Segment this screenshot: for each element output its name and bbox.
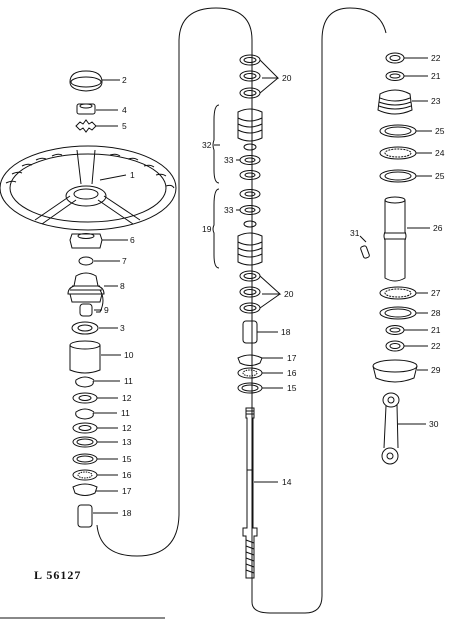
callout-21b: 21 [431,325,441,335]
part-seal-27 [379,286,417,300]
part-bellows-32 [237,108,263,142]
part-seal-24 [379,146,417,160]
callout-20b: 20 [284,289,294,299]
callout-32: 32 [202,140,212,150]
callout-18b: 18 [281,327,291,337]
part-cone-17b [237,354,263,366]
callout-24: 24 [435,148,445,158]
callout-18a: 18 [122,508,132,518]
part-circlip-11a [75,376,95,388]
part-drop-arm-30 [381,392,400,465]
callout-12a: 12 [122,393,132,403]
part-nut-6 [69,233,103,249]
part-washer-7 [78,256,94,266]
part-washer-22b [385,340,405,352]
part-star-washer [75,119,97,133]
part-washer-21b [385,325,405,335]
callout-22a: 22 [431,53,441,63]
part-cap-29 [372,359,418,383]
callout-5: 5 [122,121,127,131]
part-bush-23 [377,89,413,115]
callout-30: 30 [429,419,439,429]
part-housing-26 [383,196,407,282]
part-steering-column-shaft [242,407,258,579]
callout-33b: 33 [224,205,234,215]
part-cone-17a [72,483,98,496]
callout-15a: 15 [122,454,132,464]
callout-15b: 15 [287,383,297,393]
part-washer-21a [385,71,405,81]
callout-19: 19 [202,224,212,234]
part-washer-12b [72,422,98,434]
part-bearing-16a [72,469,98,481]
part-circlip-11b [75,408,95,420]
part-washer-12a [72,392,98,404]
callout-33a: 33 [224,155,234,165]
part-bush-9 [79,303,93,317]
callout-3: 3 [120,323,125,333]
callout-20a: 20 [282,73,292,83]
callout-29: 29 [431,365,441,375]
part-seal-25b [379,169,417,183]
callout-14: 14 [282,477,292,487]
part-washer-22a [385,52,405,64]
part-ring-3 [71,321,99,335]
callout-12b: 12 [122,423,132,433]
callout-7: 7 [122,256,127,266]
part-horn-cap [69,70,103,92]
part-seal-28 [379,306,417,320]
callout-25b: 25 [435,171,445,181]
callout-4: 4 [122,105,127,115]
drawing-reference-number: L 56127 [34,568,81,582]
callout-2: 2 [122,75,127,85]
part-washer-15b [237,382,263,394]
callout-16b: 16 [287,368,297,378]
callout-31: 31 [350,228,360,238]
part-nut-4 [76,103,96,115]
part-seal-25a [379,124,417,138]
callout-16a: 16 [122,470,132,480]
callout-13: 13 [122,437,132,447]
callout-28: 28 [431,308,441,318]
callout-10: 10 [124,350,134,360]
part-steering-wheel [0,145,177,231]
callout-8: 8 [120,281,125,291]
callout-17a: 17 [122,486,132,496]
callout-26: 26 [433,223,443,233]
callout-9: 9 [104,305,109,315]
callout-21a: 21 [431,71,441,81]
part-sleeve-18b [242,320,258,344]
part-ring-33a [239,155,261,165]
part-bearing-16b [237,367,263,379]
part-sleeve-18a [77,504,93,528]
part-washer-13 [72,436,98,448]
part-pin-31 [360,245,370,259]
part-rings-20a [239,54,261,99]
part-sleeve-10 [69,340,101,374]
callout-6: 6 [130,235,135,245]
part-washer-15a [72,453,98,465]
callout-1: 1 [130,170,135,180]
callout-11b: 11 [121,408,130,418]
callout-22b: 22 [431,341,441,351]
callout-11a: 11 [124,376,133,386]
callout-17b: 17 [287,353,297,363]
part-housing-8 [67,272,105,303]
callout-23: 23 [431,96,441,106]
callout-27: 27 [431,288,441,298]
part-ring-33b [239,205,261,215]
callout-labels: 2 4 5 1 6 7 8 9 3 10 11 12 11 12 13 15 1… [104,53,445,518]
part-bellows-19 [237,232,263,266]
part-rings-20b [239,270,261,314]
callout-25a: 25 [435,126,445,136]
